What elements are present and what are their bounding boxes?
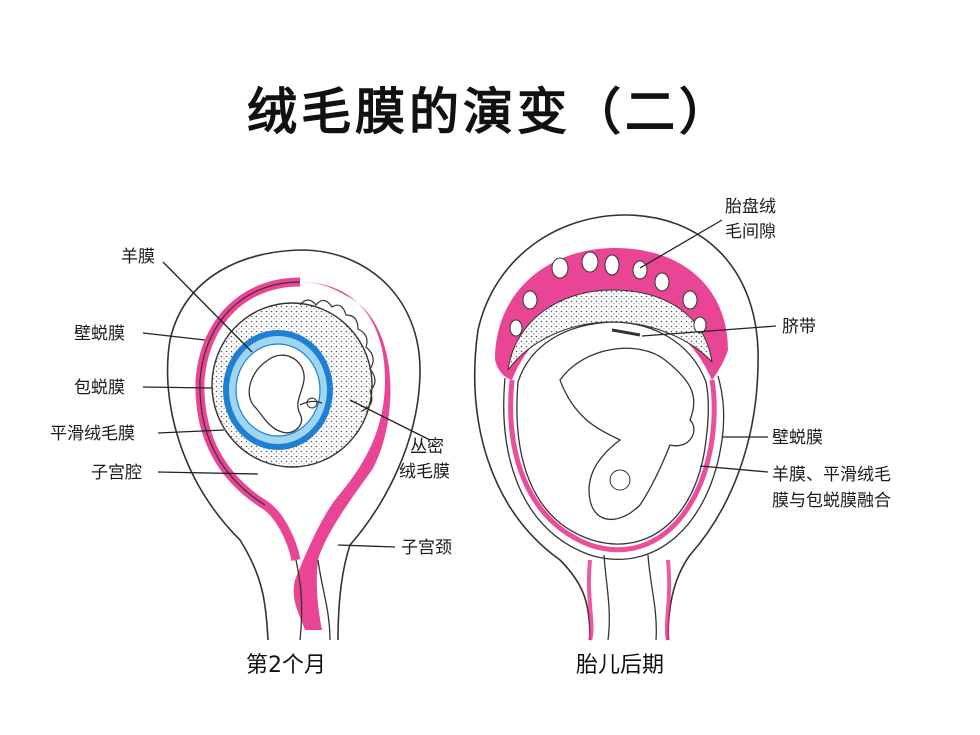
left-cervical-canal — [295, 559, 331, 641]
label-chorion-frondosum-2: 绒毛膜 — [399, 462, 450, 482]
right-placenta-villi — [507, 289, 713, 371]
right-placenta-decidua — [495, 248, 728, 380]
label-amnion-left: 羊膜 — [121, 247, 155, 267]
left-decidua-parietalis — [293, 282, 391, 630]
caption-left: 第2个月 — [246, 653, 326, 678]
label-umbilical-cord: 脐带 — [782, 317, 816, 337]
label-uterine-cavity: 子宫腔 — [91, 463, 142, 483]
left-leader-lines — [142, 261, 431, 548]
caption-right: 胎儿后期 — [576, 653, 664, 678]
label-intervillous-1: 胎盘绒 — [725, 197, 776, 217]
label-chorion-frondosum-1: 丛密 — [410, 437, 444, 457]
label-fused-membranes-1: 羊膜、平滑绒毛 — [772, 465, 891, 485]
right-uterus-figure — [473, 214, 759, 641]
label-decidua-parietalis-right: 壁蜕膜 — [772, 428, 823, 448]
label-fused-membranes-2: 膜与包蜕膜融合 — [772, 491, 891, 511]
label-decidua-capsularis: 包蜕膜 — [74, 378, 125, 398]
page-title: 绒毛膜的演变（二） — [247, 82, 733, 141]
label-chorion-laeve: 平滑绒毛膜 — [50, 424, 135, 444]
right-leader-lines — [639, 219, 777, 473]
label-decidua-parietalis-left: 壁蜕膜 — [74, 324, 125, 344]
right-fused-membranes — [503, 375, 725, 560]
label-intervillous-2: 毛间隙 — [725, 222, 776, 242]
label-cervix: 子宫颈 — [401, 538, 452, 558]
left-uterus-figure — [166, 249, 421, 641]
left-embryo — [248, 354, 305, 434]
right-fetus — [559, 347, 695, 521]
